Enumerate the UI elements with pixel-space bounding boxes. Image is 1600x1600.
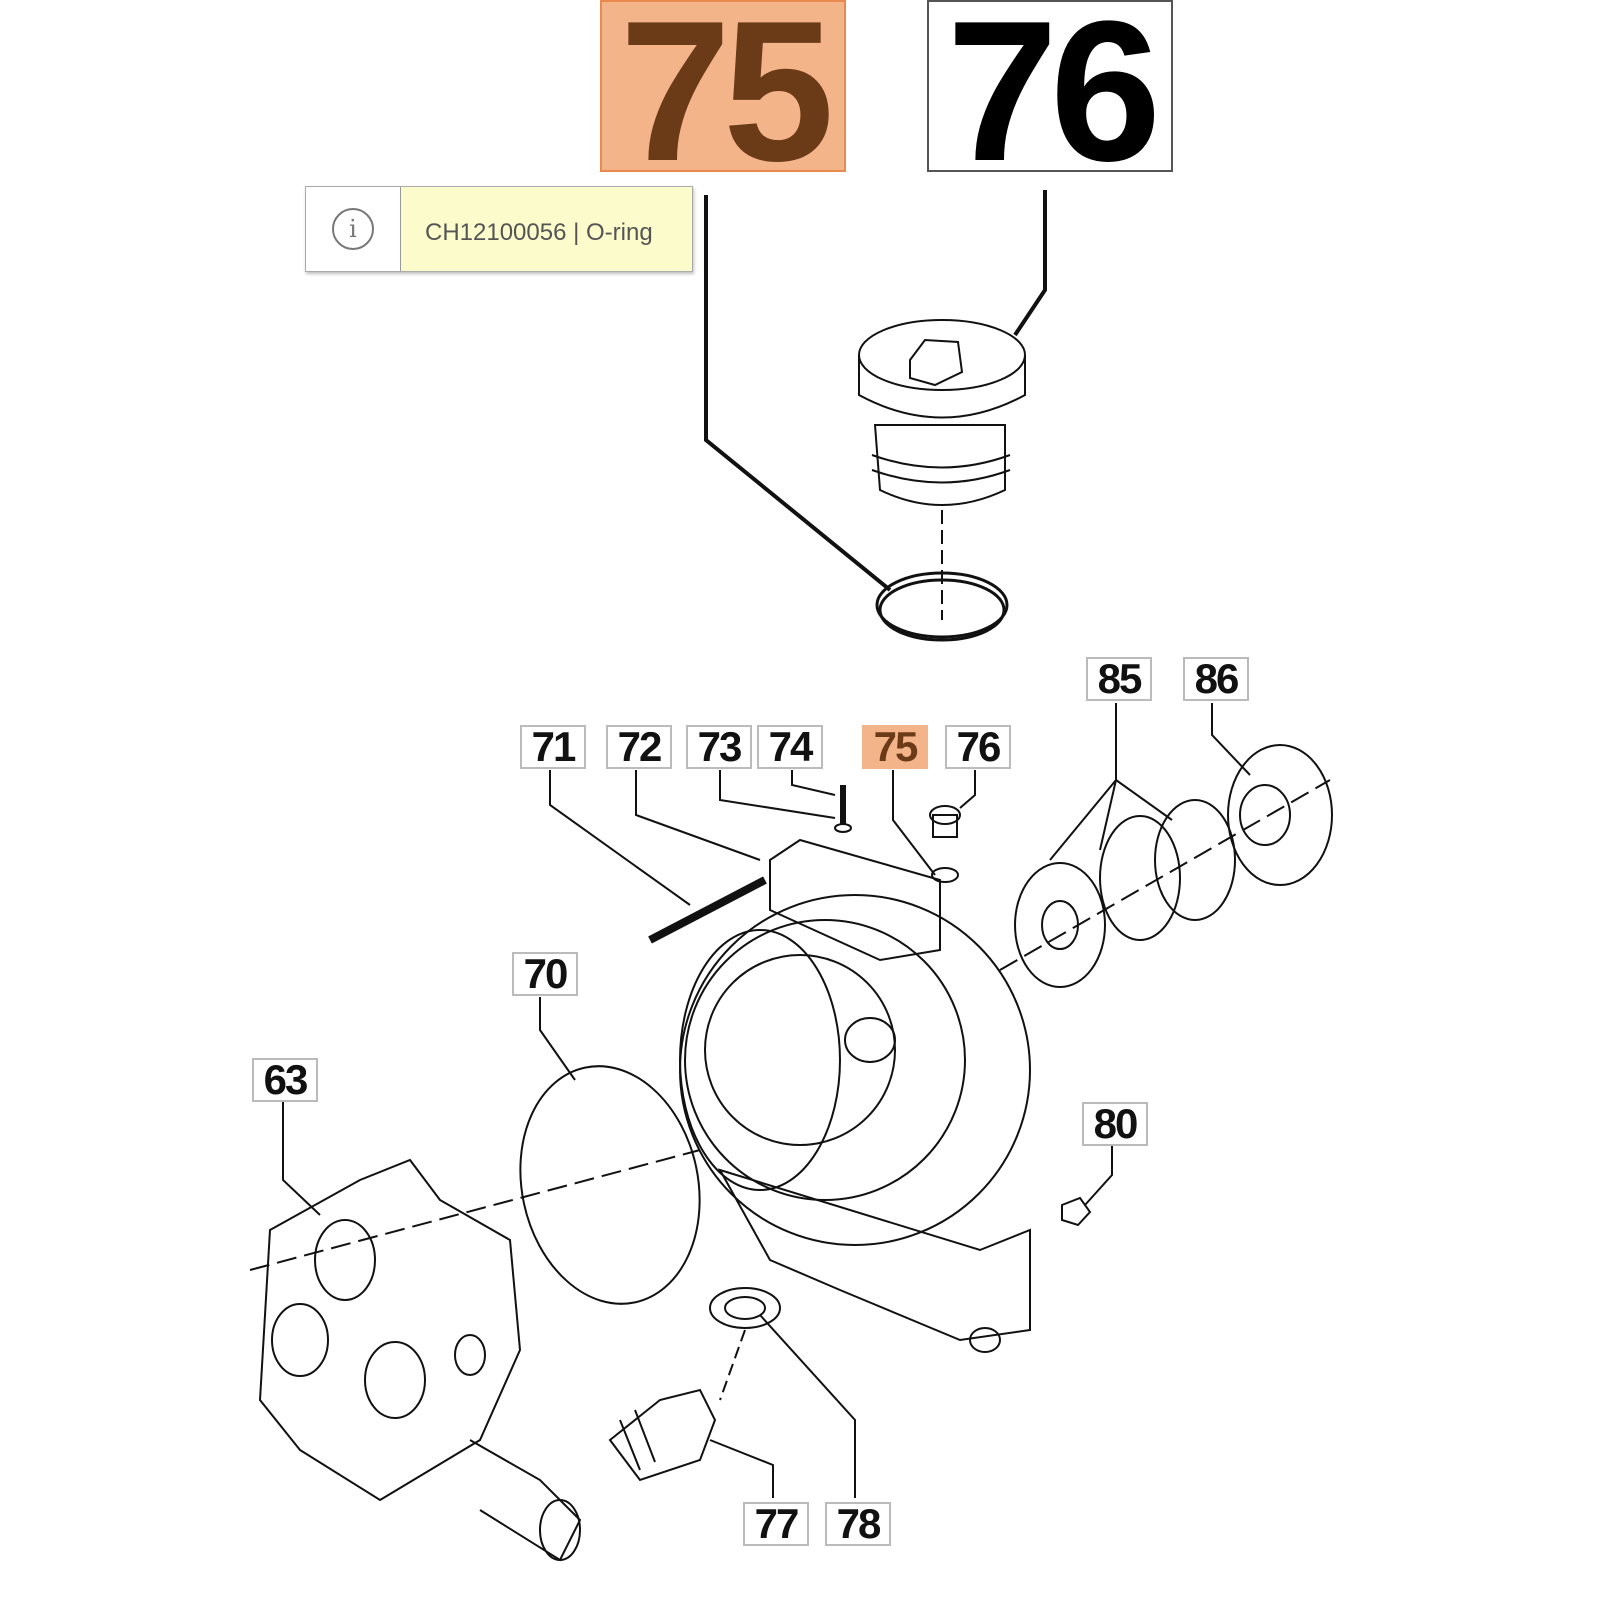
bolt-71 (648, 876, 767, 944)
callout-74[interactable]: 74 (757, 725, 823, 769)
seal-86 (1227, 744, 1333, 886)
axis-line (999, 779, 1331, 971)
callout-76[interactable]: 76 (945, 725, 1011, 769)
pump-head-63 (258, 1158, 582, 1562)
callout-77[interactable]: 77 (743, 1502, 809, 1546)
callout-78[interactable]: 78 (825, 1502, 891, 1546)
washer-78 (709, 1287, 781, 1329)
part-tooltip: i CH12100056 | O-ring (305, 186, 693, 272)
callout-large-76[interactable]: 76 (927, 0, 1173, 192)
callout-85[interactable]: 85 (1086, 657, 1152, 701)
selected-callout-large[interactable]: 75 (600, 0, 846, 192)
o-ring-75 (931, 867, 959, 883)
callout-71[interactable]: 71 (520, 725, 586, 769)
screw-74 (834, 785, 852, 833)
axis-line-2 (249, 1149, 701, 1271)
info-icon: i (332, 208, 374, 250)
callout-70[interactable]: 70 (512, 952, 578, 996)
o-ring-75-detail (875, 571, 1009, 642)
nut-80 (1061, 1196, 1092, 1227)
leader-lines (282, 703, 1251, 1498)
o-ring-70 (519, 1065, 701, 1305)
callout-72[interactable]: 72 (606, 725, 672, 769)
callout-80[interactable]: 80 (1082, 1102, 1148, 1146)
tooltip-text: CH12100056 | O-ring (401, 187, 692, 271)
seal-85 (1014, 799, 1236, 988)
callout-75-selected[interactable]: 75 (862, 725, 928, 769)
fitting-77 (608, 1388, 717, 1482)
plug-76 (929, 805, 961, 838)
tooltip-icon-area: i (306, 187, 401, 271)
plug-76-detail (858, 319, 1026, 620)
pump-housing (679, 838, 1031, 1353)
callout-73[interactable]: 73 (686, 725, 752, 769)
zoom-leader-lines (704, 190, 1047, 592)
callout-86[interactable]: 86 (1183, 657, 1249, 701)
callout-63[interactable]: 63 (252, 1058, 318, 1102)
